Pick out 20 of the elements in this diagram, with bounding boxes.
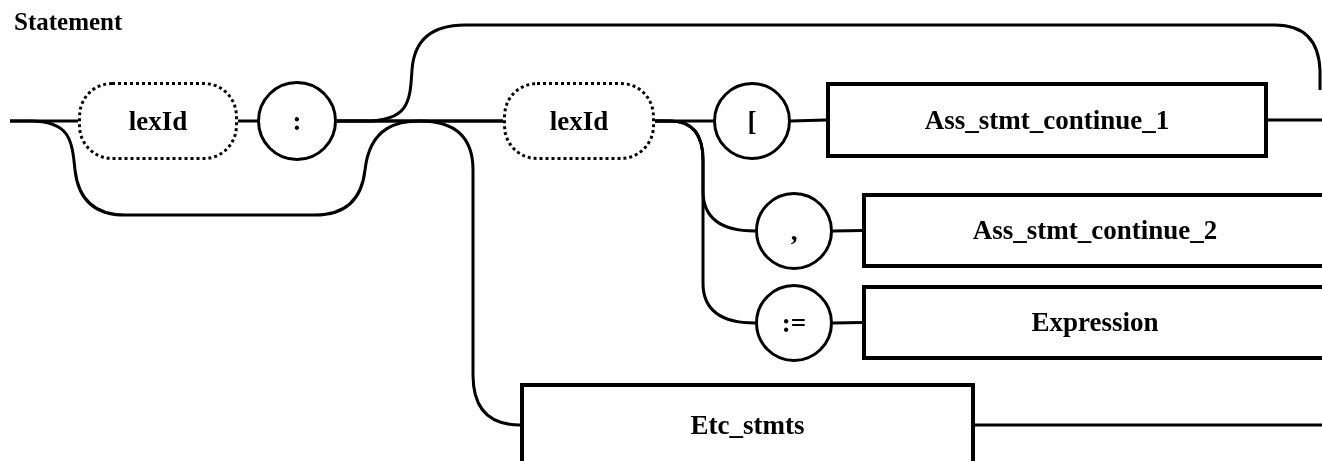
connector-line bbox=[832, 229, 863, 233]
terminal-pill: lexId bbox=[503, 82, 655, 160]
nonterminal-box: Ass_stmt_continue_1 bbox=[826, 82, 1268, 158]
terminal-circle: [ bbox=[713, 82, 791, 160]
connector-line bbox=[10, 119, 503, 217]
terminal-pill: lexId bbox=[78, 82, 238, 160]
connector-line bbox=[1268, 118, 1322, 122]
connector-line bbox=[975, 423, 1322, 427]
nonterminal-box: Expression bbox=[862, 285, 1322, 360]
terminal-circle: := bbox=[755, 284, 833, 362]
connector-line bbox=[655, 119, 756, 325]
connector-line bbox=[337, 23, 1322, 123]
nonterminal-box: Etc_stmts bbox=[520, 383, 975, 461]
terminal-circle: , bbox=[755, 192, 833, 270]
connector-line bbox=[238, 119, 257, 123]
connector-line bbox=[790, 118, 827, 123]
terminal-circle: : bbox=[257, 81, 337, 161]
connector-line bbox=[832, 321, 863, 325]
nonterminal-box: Ass_stmt_continue_2 bbox=[862, 193, 1322, 268]
diagram-title: Statement bbox=[14, 8, 123, 36]
